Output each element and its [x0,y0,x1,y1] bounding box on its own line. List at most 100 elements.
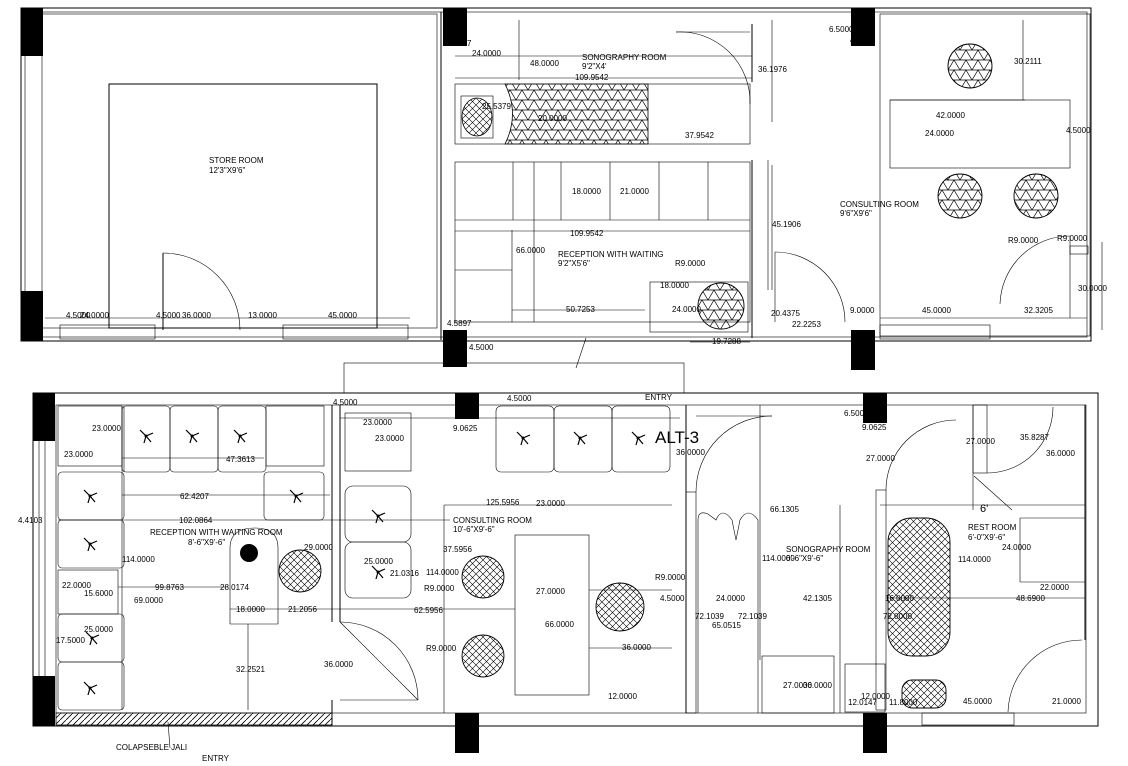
dim-label: 45.0000 [922,306,951,315]
dim-label: 36.0000 [182,311,211,320]
dim-label: 4.5897 [447,319,472,328]
dim-label: 37.5956 [443,545,472,554]
dim-label: 30.0000 [1078,284,1107,293]
dim-label: 99.8763 [155,583,184,592]
column [33,676,55,726]
consult-bottom-name: CONSULTING ROOM [453,516,532,525]
dim-label: 19.7288 [712,337,741,346]
dim-label: 15.6000 [84,589,113,598]
dim-label: 20.4375 [771,309,800,318]
dim-label: 30.2111 [1014,57,1042,66]
dim-label: 50.7253 [566,305,595,314]
dim-label: 16.0000 [885,594,914,603]
dim-label: 27.0000 [783,681,812,690]
column [33,393,55,441]
column [21,291,43,341]
entry-label: ENTRY [645,393,673,402]
collapsible-jali [55,712,333,726]
dim-label: 4.5000 [333,398,358,407]
dim-label: 9.0625 [862,423,887,432]
dim-label: 27.0000 [536,587,565,596]
dim-label: 24.0000 [925,129,954,138]
column [443,330,467,367]
dim-label: 29.0000 [304,543,333,552]
dim-label: 6.5000 [829,25,854,34]
dim-label: 24.0000 [672,305,701,314]
column [851,8,875,46]
jali-label: COLAPSEBLE JALI [116,743,187,752]
alt-label: ALT-3 [655,428,699,447]
dim-label: 9.0000 [850,306,875,315]
consult-top-size: 9'6"X9'6" [840,209,872,218]
dim-label: 72.1039 [738,612,767,621]
dim-label: 32.3205 [1024,306,1053,315]
fan-icon [83,537,98,552]
dim-label: 4.5000 [1066,126,1091,135]
dim-label: 6.5000 [844,409,869,418]
fan-icon [233,429,248,444]
fan-icon [631,431,646,446]
column [863,713,887,753]
dim-label: 28.0174 [220,583,249,592]
dim-label: 62.4207 [180,492,209,501]
dim-label: 17.5000 [56,636,85,645]
fan-icon [371,509,386,524]
consult-top-name: CONSULTING ROOM [840,200,919,209]
dim-label: 125.5956 [486,498,520,507]
consult-bottom-size: 10'-6"X9'-6" [453,525,495,534]
dim-label: 12.0000 [861,692,890,701]
dim-label: 69.0000 [134,596,163,605]
dim-label: 102.0864 [179,516,213,525]
dim-label: 23.0000 [92,424,121,433]
dim-label: R9.0000 [1008,236,1039,245]
dim-label: 32.2521 [236,665,265,674]
fan-icon [371,565,386,580]
column [851,330,875,370]
dim-label: 18.0000 [572,187,601,196]
dim-label: 72.0000 [883,612,912,621]
dim-label: 25.5379 [482,102,511,111]
dim-label: 4.4103 [18,516,43,525]
reception-bottom-size: 8'-6"X9'-6" [188,538,225,547]
dim-label: 42.0000 [936,111,965,120]
dim-label: 13.0000 [248,311,277,320]
dim-label: 9.0625 [850,38,875,47]
dim-label: 36.0000 [1046,449,1075,458]
bottom-plan [32,337,1099,753]
fan-icon [139,429,154,444]
sono-top-size: 9'2"X4' [582,62,607,71]
dim-label: 45.0000 [328,311,357,320]
dim-label: R9.0000 [426,644,457,653]
dim-label: 18.0000 [660,281,689,290]
dim-label: 24.0000 [716,594,745,603]
rest-room-name: REST ROOM [968,523,1017,532]
dim-label: R9.0000 [424,584,455,593]
dim-label: 45.1906 [772,220,801,229]
dim-label: 9.0625 [453,424,478,433]
reception-top-size: 9'2"X5'6" [558,259,590,268]
fan-icon [185,429,200,444]
dim-label: 4.5000 [156,311,181,320]
dim-label: 18.0000 [236,605,265,614]
sono-top-name: SONOGRAPHY ROOM [582,53,667,62]
chair-dot [240,544,258,562]
dim-label: 114.0000 [122,555,155,564]
dim-label: R9.0000 [1057,234,1088,243]
column [863,393,887,423]
rest-room-size: 6'-0"X9'-6" [968,533,1005,542]
dim-label: R9.0000 [655,573,686,582]
dim-label: 42.1305 [803,594,832,603]
dim-label: 25.0000 [84,625,113,634]
dim-label: 36.1976 [758,65,787,74]
fan-icon [83,489,98,504]
dim-label: 23.0000 [536,499,565,508]
dim-label: 66.1305 [770,505,799,514]
dim-label: 66.0000 [516,246,545,255]
column [21,8,43,56]
dim-label: 4.5897 [447,39,472,48]
dim-label: R9.0000 [675,259,706,268]
dim-label: 25.0000 [364,557,393,566]
dim-label: 36.0000 [622,643,651,652]
dim-label: 21.0000 [1052,697,1081,706]
reception-bottom-name: RECEPTION WITH WAITING ROOM [150,528,283,537]
